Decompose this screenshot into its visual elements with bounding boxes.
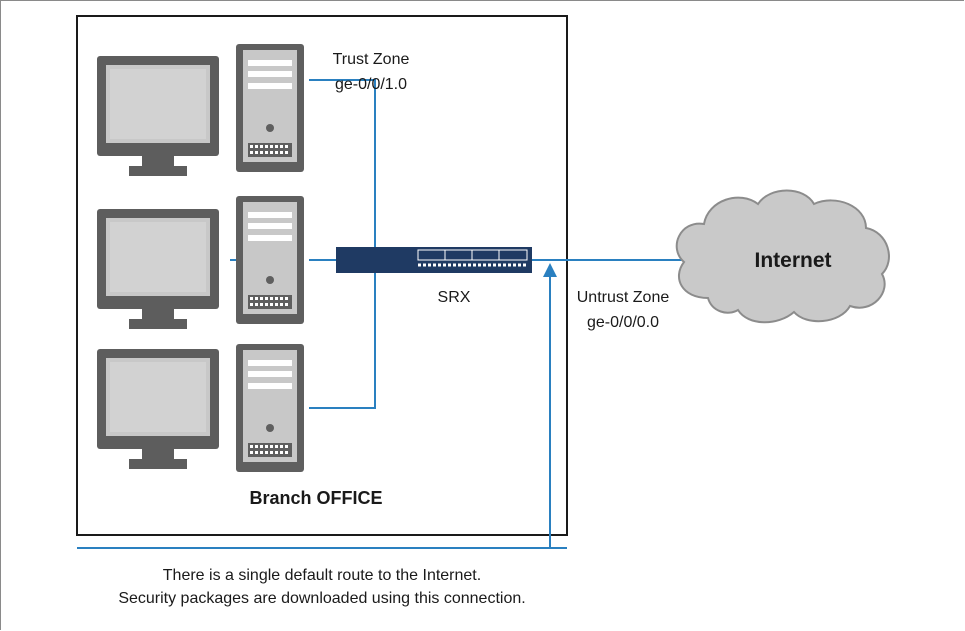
- branch-office-label: Branch OFFICE: [249, 488, 382, 508]
- branch-office-box: [76, 15, 568, 536]
- srx-label: SRX: [438, 289, 471, 306]
- caption-line-2: Security packages are downloaded using t…: [118, 590, 525, 607]
- trust-zone-interface: ge-0/0/1.0: [335, 76, 407, 93]
- server-icon: [236, 44, 304, 172]
- up-arrow-icon: [543, 263, 557, 277]
- network-links: [77, 79, 685, 549]
- link-server-1: [309, 79, 376, 260]
- caption-line-1: There is a single default route to the I…: [163, 567, 481, 584]
- internet-cloud-icon: [675, 189, 890, 324]
- srx-device-icon: [336, 247, 532, 273]
- untrust-zone-label: Untrust Zone: [577, 289, 670, 306]
- link-server-3: [309, 260, 376, 409]
- trust-zone-label: Trust Zone: [333, 51, 410, 68]
- monitor-icon: [97, 349, 219, 469]
- internet-label: Internet: [754, 249, 831, 272]
- monitor-icon: [97, 209, 219, 329]
- untrust-zone-interface: ge-0/0/0.0: [587, 314, 659, 331]
- monitor-icon: [97, 56, 219, 176]
- server-icon: [236, 196, 304, 324]
- server-icon: [236, 344, 304, 472]
